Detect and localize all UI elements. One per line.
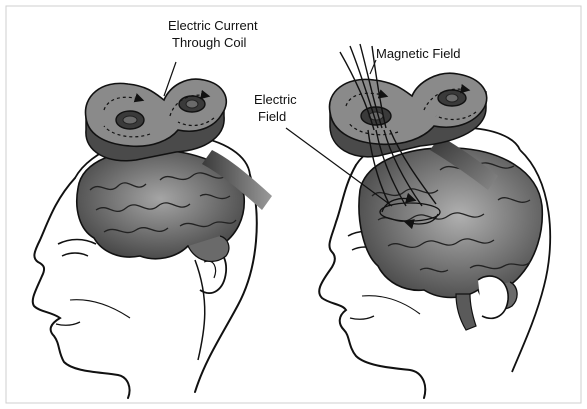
label-electric: Electric (254, 92, 297, 107)
label-through-coil: Through Coil (172, 35, 247, 50)
right-ear (478, 276, 508, 318)
left-coil-hole-left-inner (123, 116, 137, 124)
right-coil-hole-right-inner (446, 94, 458, 102)
label-magnetic-field: Magnetic Field (376, 46, 461, 61)
left-coil-hole-right-inner (186, 100, 198, 108)
left-head (33, 62, 272, 398)
left-neck-line (195, 260, 205, 360)
right-brain (359, 148, 542, 298)
label-field: Field (258, 109, 286, 124)
right-head (286, 44, 550, 398)
right-brainstem (456, 294, 476, 330)
left-ear-inner (204, 261, 216, 278)
label-electric-current: Electric Current (168, 18, 258, 33)
